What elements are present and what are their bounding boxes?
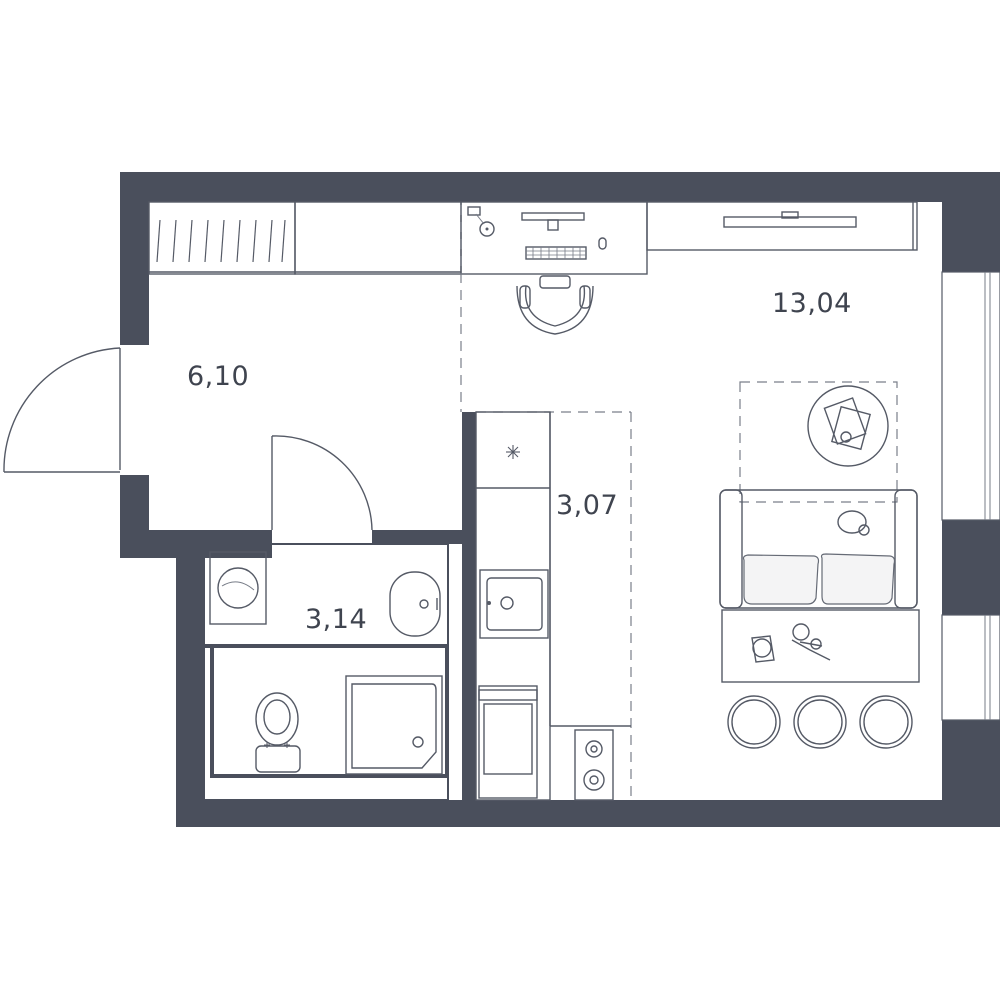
bottom-wall [176, 800, 1000, 827]
window-upper [941, 271, 1000, 521]
left-wall-upper [120, 172, 149, 345]
bathroom-left-wall [176, 530, 204, 827]
window-lower [941, 614, 1000, 721]
living-furniture [719, 385, 920, 749]
right-wall-top [942, 172, 1000, 272]
area-label-living: 13,04 [772, 288, 852, 319]
kitchen-units [475, 411, 631, 801]
bathroom-niche [210, 644, 449, 778]
area-label-bathroom: 3,14 [305, 604, 368, 635]
windows [941, 271, 1000, 721]
right-wall-pier [942, 520, 1000, 615]
tv-console [646, 201, 918, 251]
desk [460, 201, 648, 335]
hall-wardrobe [148, 201, 462, 275]
entrance-door [3, 347, 121, 473]
top-wall [120, 172, 970, 202]
hall-bottom-wall-right [372, 530, 462, 544]
area-label-hall: 6,10 [187, 361, 250, 392]
partition-wall [462, 412, 476, 800]
area-label-kitchen: 3,07 [556, 490, 619, 521]
walls [120, 172, 1000, 827]
bathroom-door [271, 435, 373, 531]
bathroom-fixtures [209, 551, 443, 775]
